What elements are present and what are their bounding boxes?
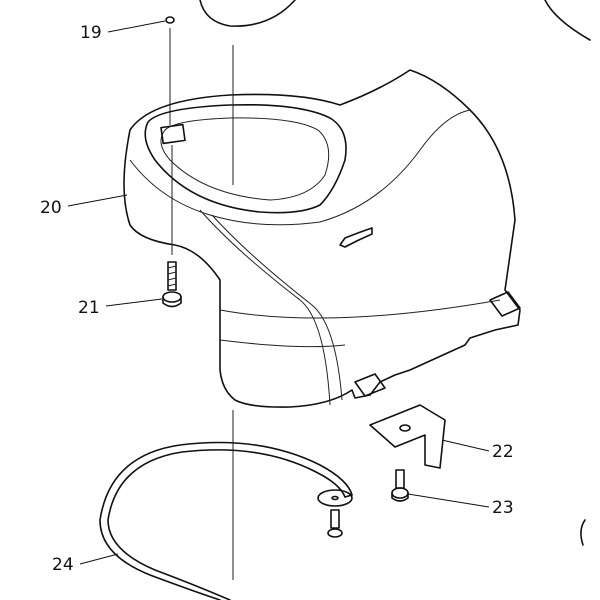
callout-23: 23 (407, 493, 514, 518)
callout-19: 19 (80, 20, 166, 43)
part-22-bracket (369, 404, 446, 469)
part-20-blower-housing (123, 69, 521, 408)
callout-label-20: 20 (40, 198, 62, 218)
callout-label-24: 24 (52, 555, 74, 575)
part-23-screw (391, 469, 409, 502)
callout-label-19: 19 (80, 23, 102, 43)
callout-22: 22 (441, 439, 514, 462)
part-21-screw (162, 145, 182, 308)
upper-part-fragment (199, 0, 296, 27)
callout-label-21: 21 (78, 298, 100, 318)
part-24-wire (99, 441, 353, 600)
part-19-oring (165, 16, 175, 24)
callout-24: 24 (52, 553, 119, 575)
callout-label-23: 23 (492, 498, 514, 518)
right-edge-fragment (580, 519, 586, 546)
right-part-fragment (544, 0, 591, 41)
washer-and-screw (317, 489, 353, 538)
callout-label-22: 22 (492, 442, 514, 462)
callout-21: 21 (78, 298, 163, 318)
callout-20: 20 (40, 194, 128, 218)
